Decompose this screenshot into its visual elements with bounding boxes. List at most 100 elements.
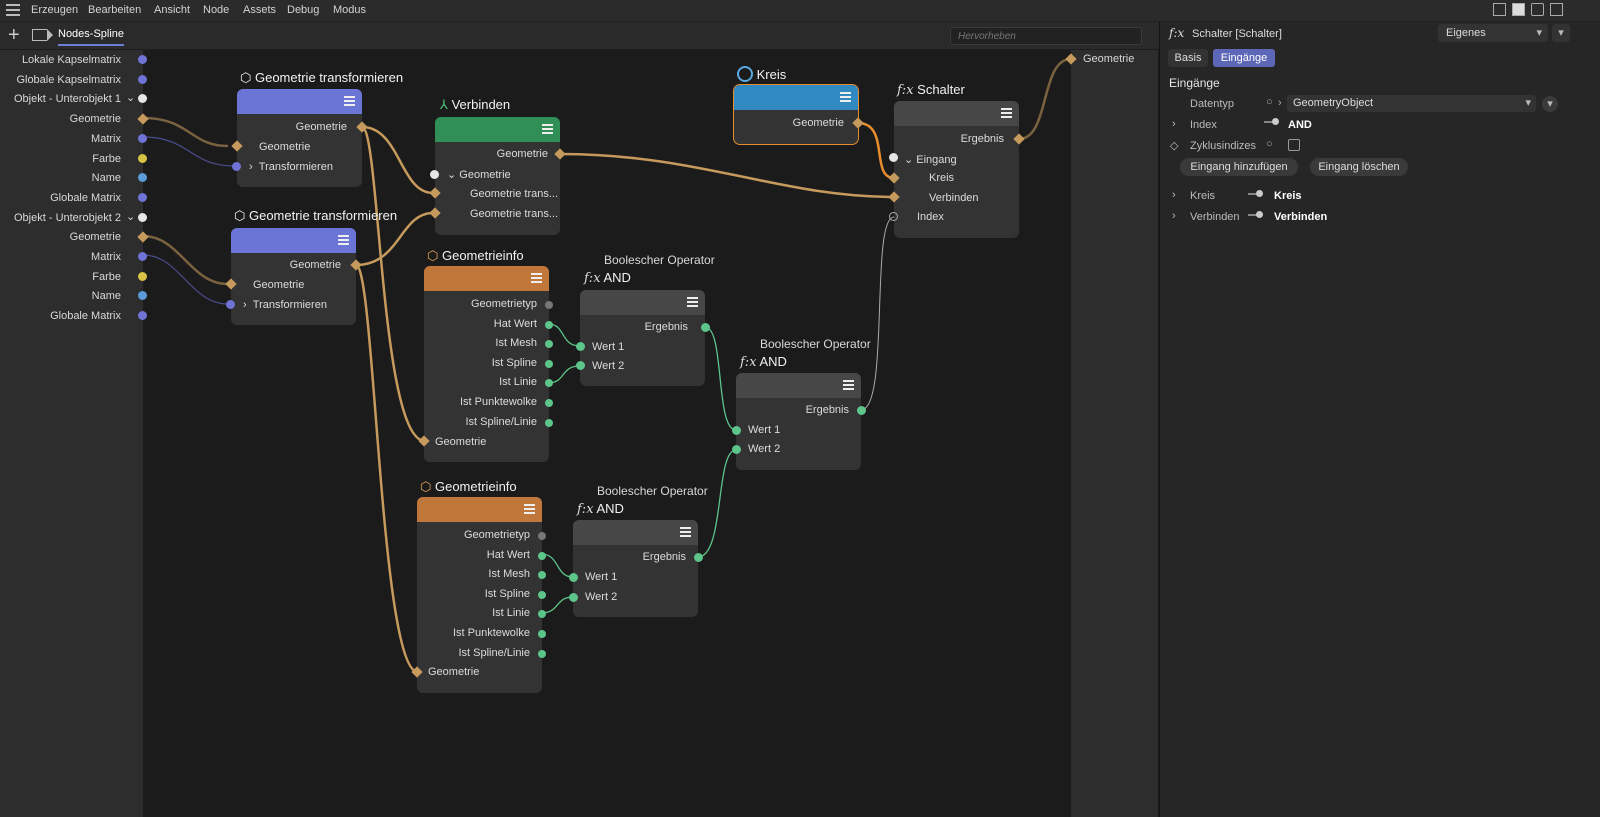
- expand-icon[interactable]: ›: [1172, 118, 1176, 130]
- node-menu-icon[interactable]: [338, 235, 349, 245]
- node-schalter[interactable]: Ergebnis ⌄ Eingang Kreis Verbinden Index: [894, 101, 1019, 238]
- node-header[interactable]: [231, 228, 356, 253]
- left-port-socket[interactable]: [138, 94, 147, 104]
- output-socket[interactable]: [545, 379, 553, 388]
- left-port-socket[interactable]: [138, 55, 147, 64]
- lock-icon[interactable]: [1531, 3, 1544, 16]
- output-socket[interactable]: [538, 610, 546, 619]
- tab-basis[interactable]: Basis: [1168, 49, 1208, 67]
- node-menu-icon[interactable]: [344, 96, 355, 106]
- node-geometrie-transformieren-1[interactable]: Geometrie Geometrie › Transformieren: [237, 89, 362, 187]
- left-port-socket[interactable]: [138, 192, 147, 202]
- left-port-socket[interactable]: [138, 74, 147, 84]
- output-socket[interactable]: [545, 418, 553, 427]
- node-menu-icon[interactable]: [542, 124, 553, 134]
- output-socket[interactable]: [545, 359, 553, 368]
- node-header[interactable]: [435, 117, 560, 142]
- schalter-in-index-socket[interactable]: [889, 212, 898, 221]
- node-menu-icon[interactable]: [843, 380, 854, 390]
- schalter-group-socket[interactable]: [889, 153, 898, 162]
- highlight-search-input[interactable]: [950, 27, 1142, 45]
- node-header[interactable]: [894, 101, 1019, 126]
- chevron-down-icon[interactable]: ⌄: [126, 92, 136, 105]
- output-socket[interactable]: [545, 301, 553, 309]
- node-menu-icon[interactable]: [840, 92, 851, 102]
- transform2-in-matrix-socket[interactable]: [226, 300, 235, 309]
- zyklus-checkbox[interactable]: [1288, 139, 1300, 151]
- node-geometrie-transformieren-2[interactable]: Geometrie Geometrie › Transformieren: [231, 228, 356, 325]
- node-header[interactable]: [736, 373, 861, 398]
- menu-erzeugen[interactable]: Erzeugen: [31, 4, 79, 16]
- node-menu-icon[interactable]: [680, 527, 691, 537]
- output-socket[interactable]: [545, 399, 553, 407]
- tag-icon[interactable]: [32, 29, 53, 41]
- bool1-out-socket[interactable]: [701, 323, 710, 332]
- hamburger-menu-icon[interactable]: [6, 4, 20, 16]
- node-header[interactable]: [417, 497, 542, 522]
- node-menu-icon[interactable]: [531, 273, 542, 283]
- chevron-right-icon[interactable]: ›: [1278, 97, 1282, 109]
- left-port-socket[interactable]: [138, 311, 147, 321]
- left-port-socket[interactable]: [138, 153, 147, 163]
- bool2-in2-socket[interactable]: [569, 593, 578, 602]
- node-verbinden[interactable]: Geometrie ⌄ Geometrie Geometrie trans...…: [435, 117, 560, 235]
- expand-icon[interactable]: ›: [1172, 189, 1176, 201]
- menu-modus[interactable]: Modus: [333, 4, 367, 16]
- bool3-out-socket[interactable]: [857, 406, 866, 415]
- more-options-icon[interactable]: ▾: [1542, 96, 1558, 112]
- left-port-socket[interactable]: [138, 133, 147, 143]
- node-boolescher-operator-3[interactable]: Ergebnis Wert 1 Wert 2: [736, 373, 861, 470]
- add-input-button[interactable]: Eingang hinzufügen: [1180, 158, 1298, 176]
- output-socket[interactable]: [538, 551, 546, 560]
- bool2-in1-socket[interactable]: [569, 573, 578, 582]
- node-boolescher-operator-2[interactable]: Ergebnis Wert 1 Wert 2: [573, 520, 698, 617]
- node-boolescher-operator-1[interactable]: Ergebnis Wert 1 Wert 2: [580, 290, 705, 386]
- left-port-socket[interactable]: [138, 271, 147, 281]
- layout-icon[interactable]: [1493, 3, 1506, 16]
- left-port-socket[interactable]: [138, 291, 147, 301]
- panel-toggle-icon[interactable]: [1512, 3, 1525, 16]
- node-header[interactable]: [573, 520, 698, 545]
- left-port-socket[interactable]: [138, 252, 147, 261]
- node-menu-icon[interactable]: [524, 504, 535, 514]
- output-socket[interactable]: [538, 590, 546, 599]
- keyframe-icon[interactable]: ○: [1266, 96, 1273, 108]
- node-header[interactable]: [580, 290, 705, 315]
- new-window-icon[interactable]: [1550, 3, 1563, 16]
- menu-node[interactable]: Node: [203, 4, 230, 16]
- left-port-socket[interactable]: [138, 173, 147, 183]
- panel-divider[interactable]: [1159, 22, 1160, 817]
- expand-icon[interactable]: ›: [1172, 210, 1176, 222]
- verbinden-group-socket[interactable]: [430, 170, 439, 179]
- output-socket[interactable]: [538, 649, 546, 658]
- bool2-out-socket[interactable]: [694, 553, 703, 562]
- node-menu-icon[interactable]: [1001, 108, 1012, 118]
- node-header[interactable]: [237, 89, 362, 114]
- menu-ansicht[interactable]: Ansicht: [154, 4, 191, 16]
- output-socket[interactable]: [538, 571, 546, 580]
- node-menu-icon[interactable]: [687, 297, 698, 307]
- node-header[interactable]: [734, 85, 858, 110]
- datentyp-select[interactable]: GeometryObject ▾: [1287, 95, 1536, 112]
- node-kreis[interactable]: Geometrie: [733, 84, 859, 145]
- keyframe-icon[interactable]: ○: [1266, 138, 1273, 150]
- output-socket[interactable]: [538, 532, 546, 540]
- bool1-in1-socket[interactable]: [576, 342, 585, 351]
- bool3-in1-socket[interactable]: [732, 426, 741, 435]
- tab-eingaenge[interactable]: Eingänge: [1213, 49, 1275, 67]
- menu-debug[interactable]: Debug: [287, 4, 320, 16]
- node-header[interactable]: [424, 266, 549, 291]
- menu-bearbeiten[interactable]: Bearbeiten: [88, 4, 142, 16]
- bool3-in2-socket[interactable]: [732, 445, 741, 454]
- chevron-down-icon[interactable]: ⌄: [126, 210, 136, 223]
- bool1-in2-socket[interactable]: [576, 361, 585, 370]
- more-icon[interactable]: ▾: [1552, 24, 1570, 42]
- output-socket[interactable]: [538, 630, 546, 638]
- add-icon[interactable]: +: [8, 24, 20, 46]
- tab-nodes-spline[interactable]: Nodes-Spline: [58, 28, 125, 46]
- output-socket[interactable]: [545, 340, 553, 349]
- menu-assets[interactable]: Assets: [243, 4, 277, 16]
- delete-input-button[interactable]: Eingang löschen: [1310, 158, 1408, 176]
